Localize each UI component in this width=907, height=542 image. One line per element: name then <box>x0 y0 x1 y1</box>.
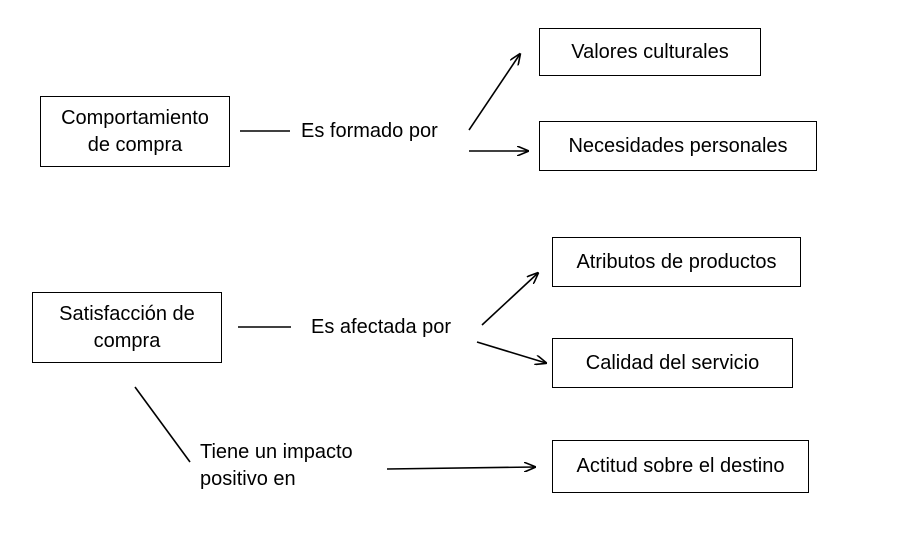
node-comportamiento-de-compra: Comportamiento de compra <box>40 96 230 167</box>
arrow-to-calidad <box>476 341 546 363</box>
edge-label-es-afectada-por: Es afectada por <box>311 316 452 338</box>
node-calidad-del-servicio: Calidad del servicio <box>552 338 793 388</box>
node-atributos-de-productos: Atributos de productos <box>552 237 801 287</box>
node-necesidades-personales: Necesidades personales <box>539 121 817 171</box>
edge-label-tiene-un-impacto-positivo-en: Tiene un impacto positivo en <box>200 441 353 490</box>
edge-satisfaccion-impacto <box>134 386 191 463</box>
arrow-to-atributos <box>481 273 538 326</box>
edge-label-es-formado-por: Es formado por <box>301 120 438 142</box>
node-valores-culturales: Valores culturales <box>539 28 761 76</box>
arrow-to-actitud <box>386 467 535 469</box>
node-satisfaccion-de-compra: Satisfacción de compra <box>32 292 222 363</box>
node-actitud-sobre-el-destino: Actitud sobre el destino <box>552 440 809 493</box>
arrow-to-valores <box>468 54 520 131</box>
